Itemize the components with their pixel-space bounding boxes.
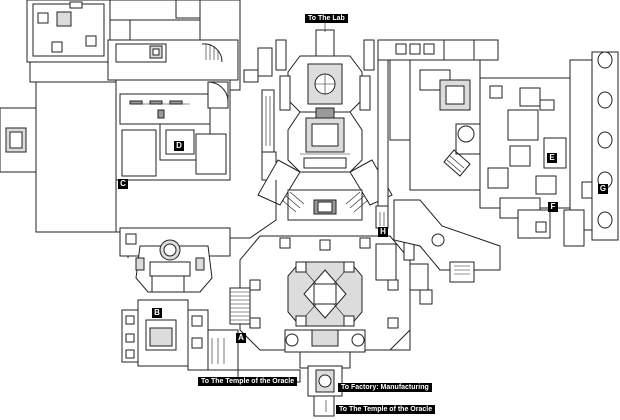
label-to-factory-manufacturing: To Factory: Manufacturing <box>338 383 432 392</box>
label-to-temple-of-oracle-lower: To The Temple of the Oracle <box>336 405 436 414</box>
marker-d: D <box>174 141 184 151</box>
marker-c: C <box>118 179 128 189</box>
marker-a: A <box>236 333 246 343</box>
marker-g: G <box>598 184 608 194</box>
marker-e: E <box>547 153 557 163</box>
label-to-temple-of-oracle-upper: To The Temple of the Oracle <box>198 377 298 386</box>
marker-h: H <box>378 227 388 237</box>
marker-f: F <box>548 202 558 212</box>
lab-corridor <box>230 20 393 239</box>
marker-b: B <box>152 308 162 318</box>
label-to-the-lab: To The Lab <box>305 14 348 23</box>
central-hall <box>229 235 415 417</box>
southwest-block <box>119 227 301 383</box>
west-block <box>0 39 277 258</box>
